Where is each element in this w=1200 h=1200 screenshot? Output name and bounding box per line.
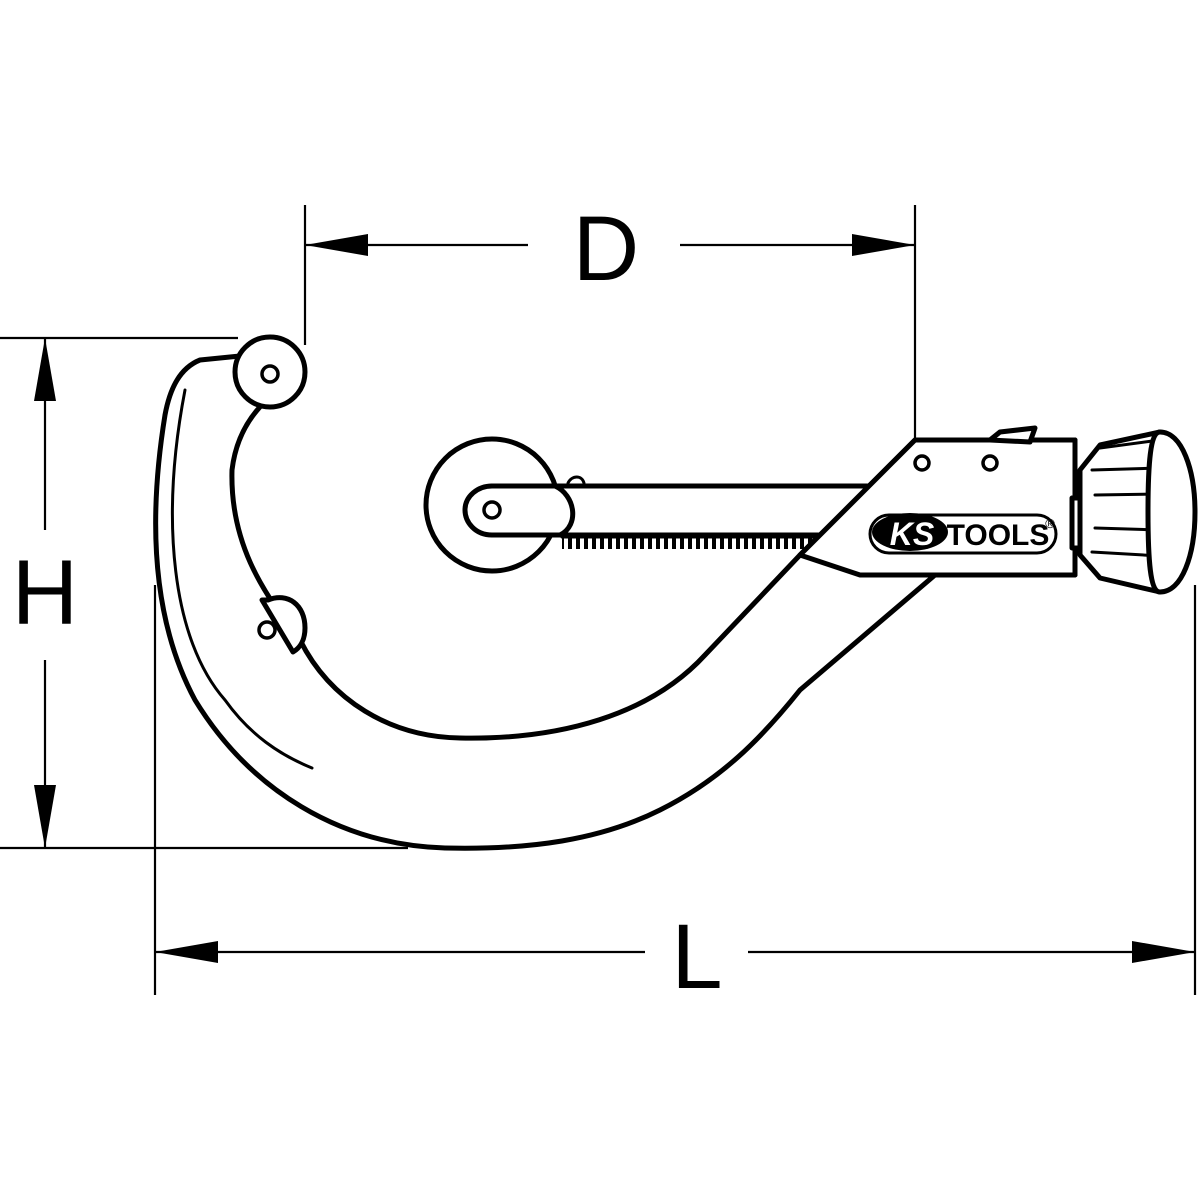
lower-roller [259, 595, 308, 655]
h-arrow-top [34, 338, 56, 401]
carrier-clip [566, 475, 586, 485]
wheel-axle [482, 500, 502, 520]
dimension-l: L [153, 585, 1197, 1008]
release-tab [987, 425, 1038, 445]
svg-text:TOOLS: TOOLS [947, 519, 1050, 552]
svg-text:®: ® [1045, 516, 1055, 531]
wheel-carrier [462, 483, 576, 538]
dimension-label-h: H [12, 542, 78, 644]
l-arrow-right [1132, 941, 1195, 963]
rack-teeth [562, 537, 815, 549]
dimension-d: D [303, 198, 917, 440]
adjustment-knob[interactable] [1069, 429, 1198, 595]
upper-roller-pin [260, 364, 280, 384]
housing-pin-1 [913, 454, 931, 472]
svg-text:KS: KS [890, 516, 935, 552]
dimension-h: H [0, 336, 408, 850]
l-arrow-left [155, 941, 218, 963]
frame-groove [171, 388, 314, 770]
h-arrow-bottom [34, 785, 56, 848]
pipe-cutter: KS TOOLS ® [153, 334, 1198, 851]
housing-pin-2 [981, 454, 999, 472]
ks-tools-logo: KS TOOLS ® [868, 513, 1058, 555]
lower-roller-pin [257, 620, 277, 640]
dimension-label-d: D [573, 198, 639, 300]
knob-cap [1145, 429, 1198, 595]
d-arrow-right [852, 234, 915, 256]
d-arrow-left [305, 234, 368, 256]
dimension-label-l: L [671, 906, 722, 1008]
